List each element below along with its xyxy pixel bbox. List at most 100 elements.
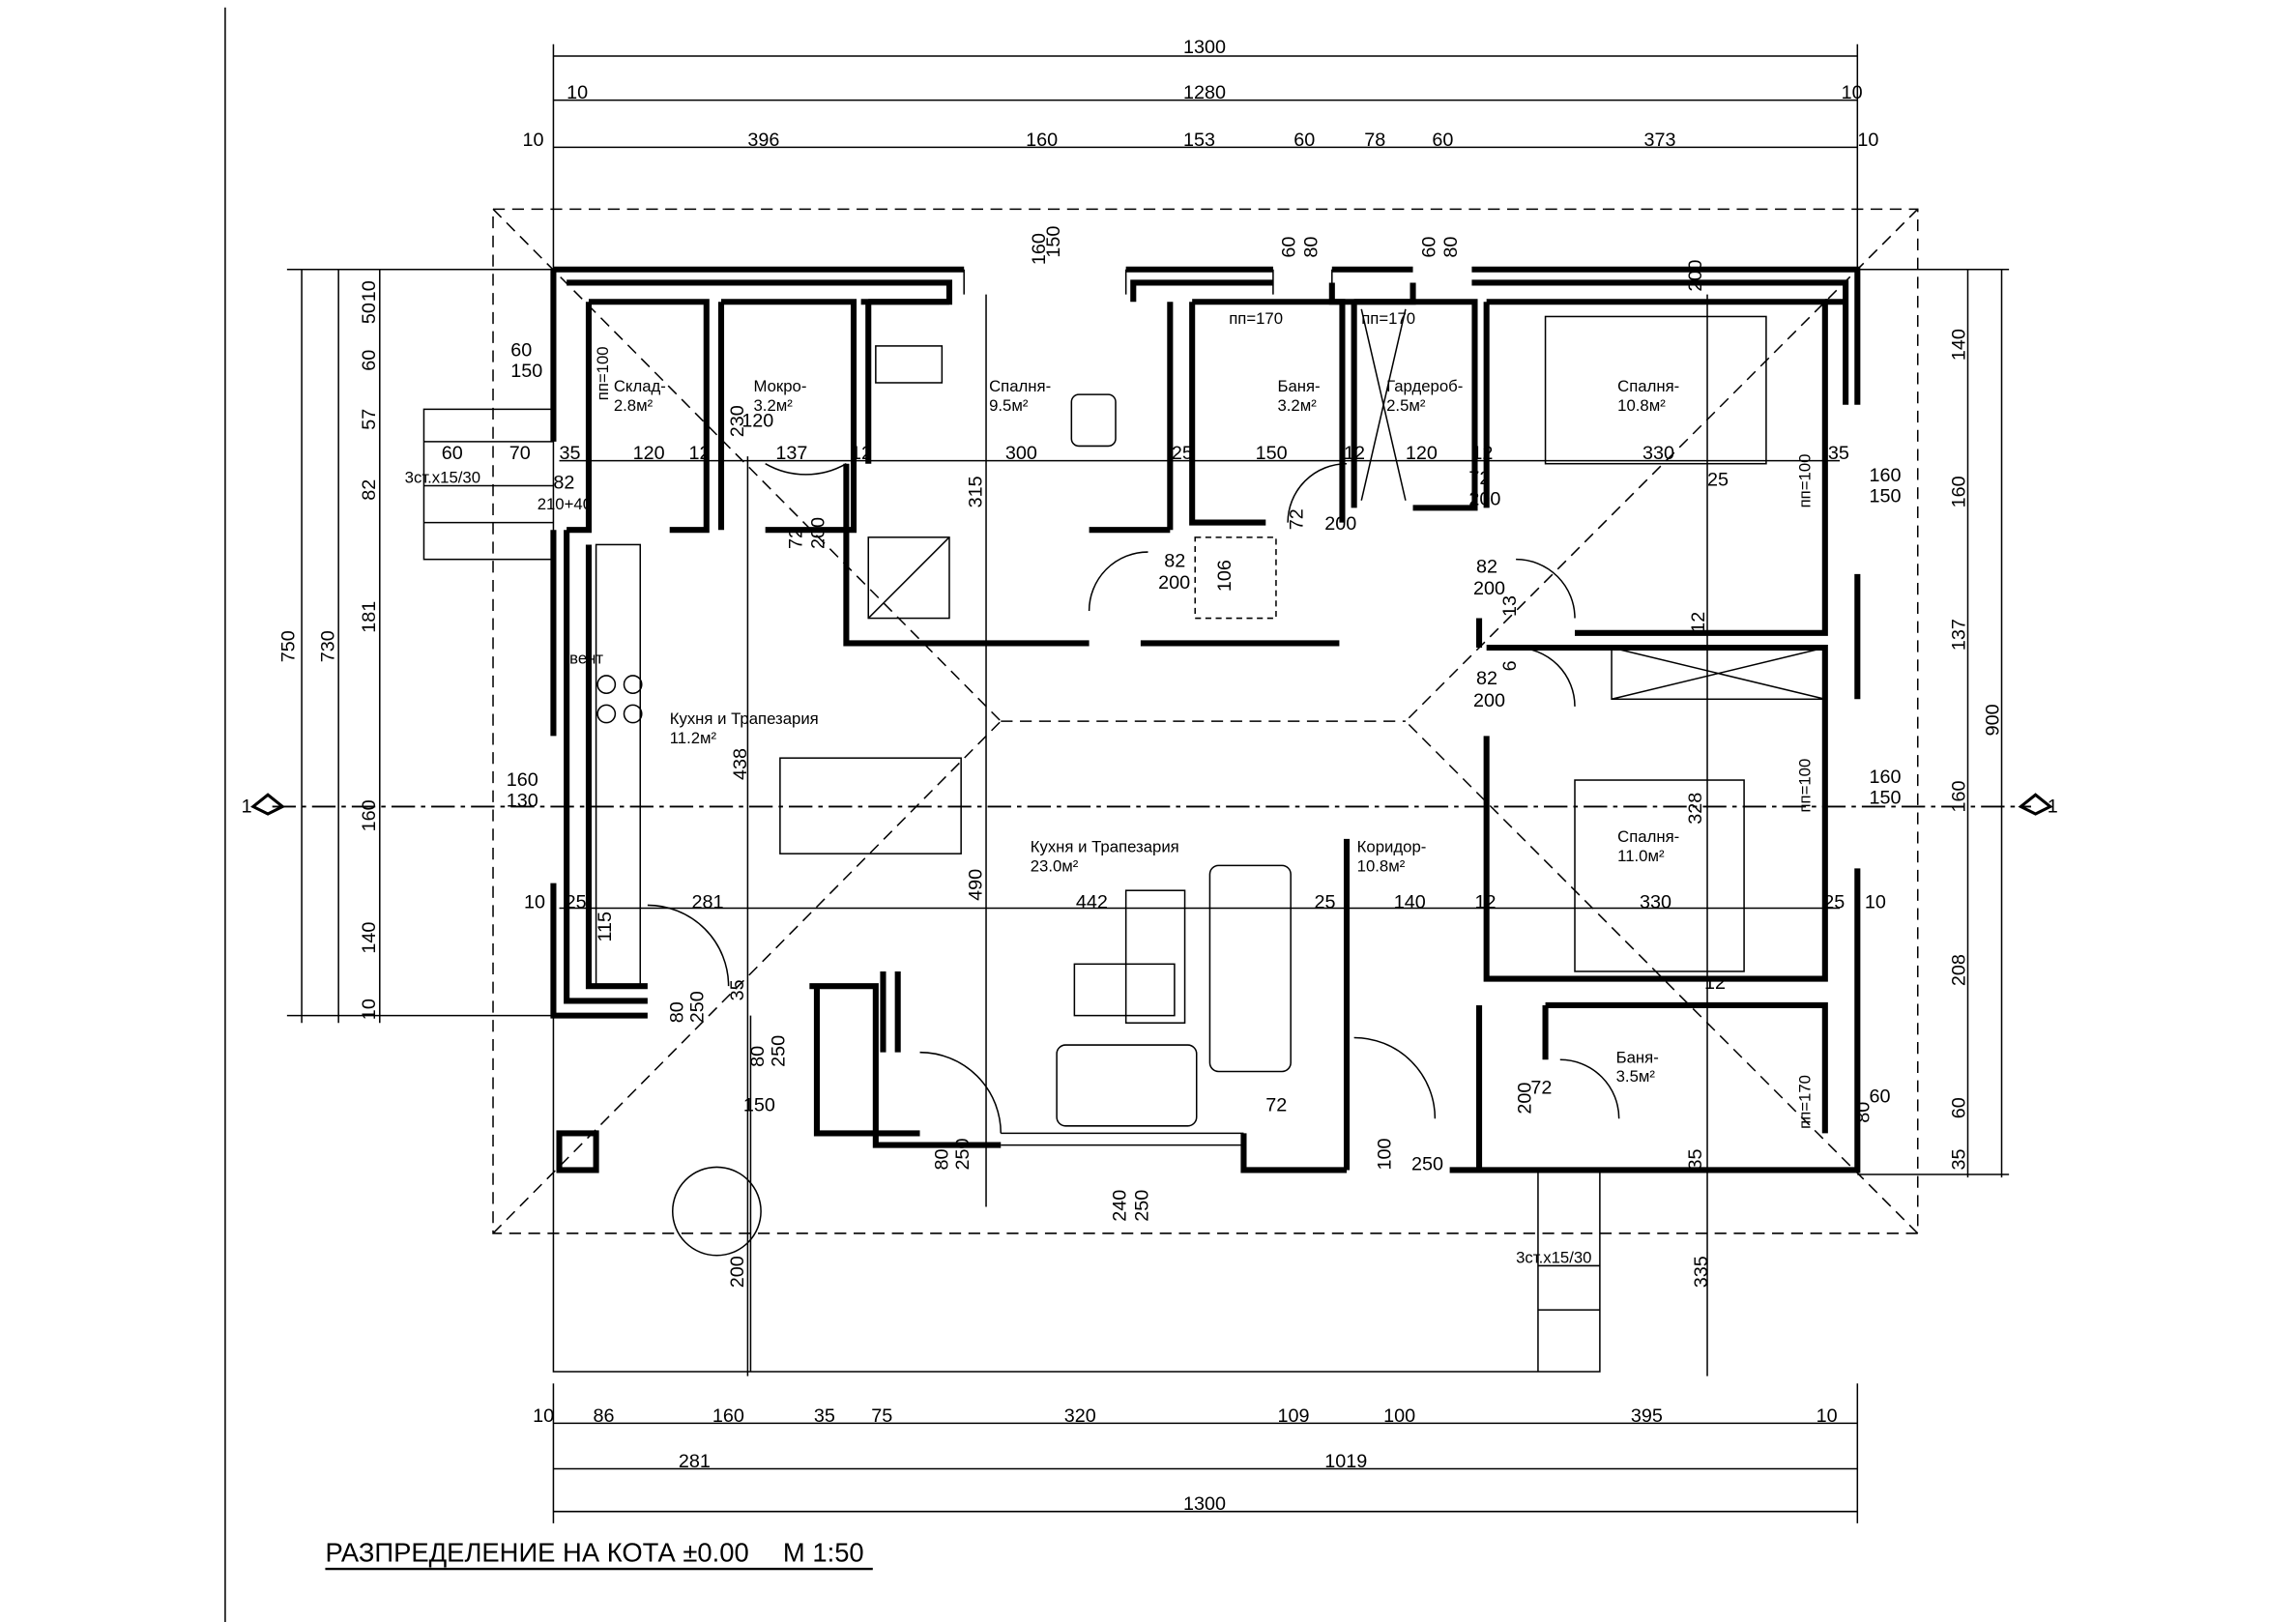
dim-left-inner: 730 — [318, 630, 339, 662]
room-name: Склад- — [614, 377, 666, 395]
title-text: РАЗПРЕДЕЛЕНИЕ НА КОТА ±0.00 — [325, 1537, 748, 1567]
dim-right-segment: 137 — [1948, 619, 1969, 651]
annotation: пп=100 — [1796, 759, 1815, 813]
dim-bottom-segment: 160 — [712, 1405, 744, 1427]
annotation: 210+40 — [538, 495, 592, 513]
dim-left-segment: 140 — [359, 922, 380, 954]
dim-inner: 250 — [1132, 1190, 1153, 1222]
dim-inner: 200 — [1473, 690, 1505, 711]
dim-inner: 12 — [1704, 972, 1726, 994]
room-area: 11.2м² — [670, 729, 717, 747]
dim-inner: 25 — [1707, 470, 1729, 491]
dim-inner: 25 — [1315, 891, 1336, 912]
dim-left-segment: 181 — [359, 601, 380, 633]
dim-inner: 10 — [1865, 891, 1886, 912]
dim-top-segment: 60 — [1432, 130, 1453, 151]
dim-left-segment: 160 — [359, 799, 380, 831]
dim-right-overall: 900 — [1982, 704, 2003, 736]
dim-right-segment: 140 — [1948, 329, 1969, 361]
dim-inner: 200 — [1158, 572, 1190, 594]
room-area: 2.8м² — [614, 396, 654, 415]
room-name: Спалня- — [1617, 377, 1679, 395]
dim-right-segment: 208 — [1948, 954, 1969, 986]
dim-left-segment: 10 — [359, 999, 380, 1020]
dim-inner: 60 — [1279, 237, 1300, 258]
room-name: Баня- — [1616, 1048, 1659, 1066]
furniture — [595, 269, 1826, 1257]
dim-right-segment: 160 — [1948, 781, 1969, 813]
room-area: 9.5м² — [989, 396, 1029, 415]
dim-inner: 72 — [1265, 1095, 1287, 1116]
dim-inner: 60 — [510, 340, 532, 362]
dim-inner: 200 — [1514, 1083, 1535, 1115]
dim-inner: 300 — [1005, 443, 1037, 464]
coffee-table — [1124, 889, 1186, 1024]
dim-inner: 60 — [1418, 237, 1439, 258]
room-area: 3.2м² — [1277, 396, 1317, 415]
dim-inner: 438 — [730, 748, 751, 780]
dim-inner: 150 — [1869, 485, 1901, 507]
room-area: 3.2м² — [753, 396, 793, 415]
dim-inner: 82 — [1476, 668, 1497, 689]
dim-inner: 120 — [1406, 443, 1438, 464]
dim-inner: 330 — [1640, 891, 1671, 912]
dim-inner: 60 — [1869, 1086, 1890, 1107]
section-marker-right: 1 — [2048, 797, 2058, 818]
room-area: 10.8м² — [1617, 396, 1666, 415]
dim-inner: 200 — [1468, 488, 1500, 509]
dim-inner: 35 — [727, 979, 748, 1000]
dim-inner: 35 — [560, 443, 581, 464]
dim-inner: 60 — [442, 443, 463, 464]
annotation: пп=100 — [1796, 454, 1815, 508]
dim-top-segment: 78 — [1364, 130, 1385, 151]
dim-inner: 106 — [1214, 560, 1235, 592]
dim-inner: 80 — [1440, 237, 1462, 258]
annotation: пп=170 — [1796, 1075, 1815, 1129]
dim-top-segment: 373 — [1644, 130, 1676, 151]
dim-inner: 315 — [965, 476, 986, 507]
patio-table — [671, 1166, 762, 1257]
dim-inner: 200 — [808, 517, 829, 549]
rug — [1073, 963, 1176, 1017]
room-area: 10.8м² — [1357, 856, 1406, 875]
dim-inner: 6 — [1499, 660, 1521, 671]
wardrobe — [1611, 647, 1826, 701]
dim-inner: 120 — [633, 443, 665, 464]
dim-inner: 100 — [1375, 1138, 1396, 1170]
dim-inner: 12 — [689, 443, 711, 464]
dim-inner: 25 — [1172, 443, 1193, 464]
dim-inner: 250 — [1411, 1153, 1443, 1174]
dim-inner: 13 — [1499, 595, 1521, 617]
dim-inner: 328 — [1685, 793, 1706, 825]
room-name: Коридор- — [1357, 838, 1427, 856]
dim-inner: 82 — [1164, 550, 1185, 571]
annotation: 3ст.х15/30 — [1516, 1248, 1591, 1266]
dim-top-segment: 160 — [1026, 130, 1058, 151]
dim-inner: 140 — [1394, 891, 1426, 912]
annotation: пп=170 — [1229, 309, 1283, 328]
dim-inner: 330 — [1642, 443, 1674, 464]
dim-top-segment: 153 — [1183, 130, 1215, 151]
room-name: Спалня- — [1617, 827, 1679, 846]
dim-inner: 250 — [768, 1035, 789, 1067]
dim-inner: 12 — [851, 443, 872, 464]
dim-bottom-segment: 320 — [1064, 1405, 1096, 1427]
dim-bottom-segment: 10 — [1816, 1405, 1838, 1427]
dim-inner: 35 — [1685, 1148, 1706, 1170]
dim-inner: 72 — [1286, 508, 1307, 530]
dim-inner: 115 — [595, 912, 616, 942]
dim-left-overall: 750 — [277, 630, 299, 662]
dim-top-inner: 10 — [567, 82, 588, 103]
dim-inner: 160 — [1869, 767, 1901, 788]
dim-bottom-mid: 1019 — [1324, 1451, 1367, 1472]
room-name: Кухня и Трапезария — [1031, 838, 1179, 856]
dim-inner: 72 — [786, 528, 807, 549]
bed-3 — [875, 345, 944, 384]
dim-inner: 82 — [553, 473, 574, 494]
desk-chair — [1070, 393, 1117, 448]
dim-top-segment: 396 — [747, 130, 779, 151]
dim-inner: 160 — [1029, 233, 1050, 265]
dim-left-segment: 82 — [359, 479, 380, 501]
dim-top-segment: 60 — [1293, 130, 1315, 151]
